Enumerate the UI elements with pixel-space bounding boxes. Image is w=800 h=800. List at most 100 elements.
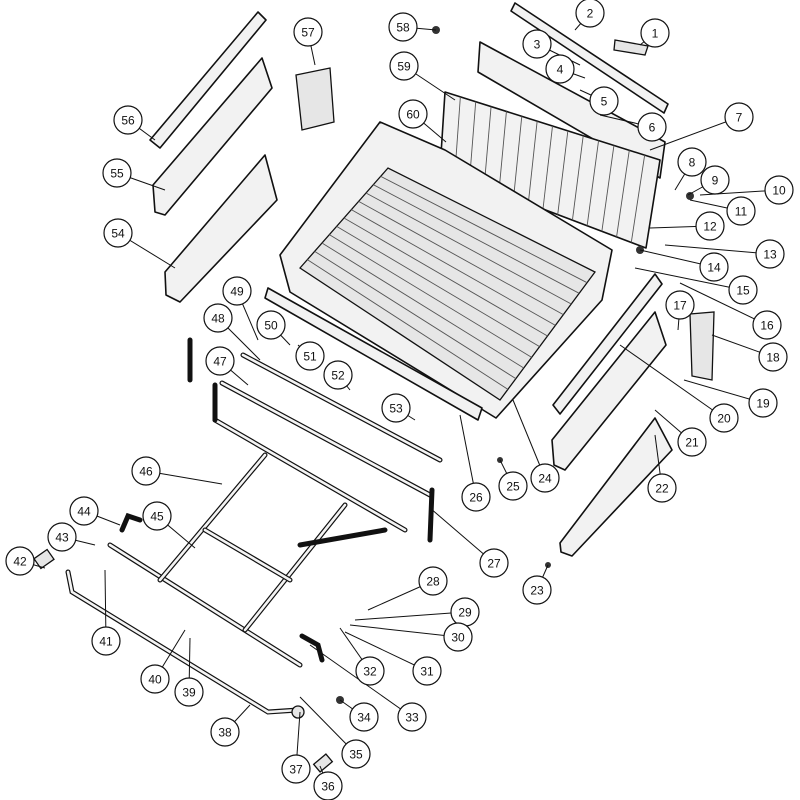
callout-number: 33 — [405, 711, 419, 725]
callout-58: 58 — [388, 12, 418, 42]
callout-circle — [131, 456, 161, 486]
callout-circle — [637, 112, 667, 142]
callout-number: 44 — [77, 505, 91, 519]
callout-25: 25 — [498, 471, 528, 501]
callout-circle — [205, 346, 235, 376]
callout-circle — [293, 17, 323, 47]
callout-number: 58 — [396, 21, 410, 35]
callout-60: 60 — [398, 99, 428, 129]
callout-14: 14 — [699, 252, 729, 282]
callout-number: 22 — [655, 482, 669, 496]
callout-46: 46 — [131, 456, 161, 486]
callout-24: 24 — [530, 463, 560, 493]
side-panel-21 — [551, 311, 667, 471]
bracket-57 — [295, 67, 335, 131]
callout-circle — [522, 29, 552, 59]
leader-line — [634, 267, 744, 291]
callout-4: 4 — [545, 54, 575, 84]
bumper-37 — [291, 705, 305, 719]
callout-31: 31 — [412, 656, 442, 686]
callout-circle — [522, 575, 552, 605]
callout-26: 26 — [461, 482, 491, 512]
callout-circle — [412, 656, 442, 686]
callout-33: 33 — [397, 702, 427, 732]
callout-16: 16 — [752, 310, 782, 340]
callout-circle — [709, 403, 739, 433]
callout-circle — [589, 86, 619, 116]
callout-circle — [758, 342, 788, 372]
callout-number: 53 — [389, 402, 403, 416]
callout-10: 10 — [764, 175, 794, 205]
callout-circle — [724, 102, 754, 132]
leader-line — [679, 282, 768, 326]
callout-1: 1 — [640, 18, 670, 48]
callout-number: 7 — [736, 111, 743, 125]
callout-number: 2 — [587, 7, 594, 21]
callout-circle — [341, 739, 371, 769]
callout-number: 51 — [303, 350, 317, 364]
callout-number: 5 — [601, 95, 608, 109]
callout-9: 9 — [700, 165, 730, 195]
callout-circle — [398, 99, 428, 129]
callout-circle — [764, 175, 794, 205]
callout-59: 59 — [389, 51, 419, 81]
callout-number: 10 — [772, 184, 786, 198]
callout-circle — [91, 626, 121, 656]
callout-number: 45 — [150, 510, 164, 524]
callout-number: 54 — [111, 227, 125, 241]
callout-circle — [295, 341, 325, 371]
callout-circle — [443, 622, 473, 652]
spring-36 — [312, 753, 334, 773]
callout-47: 47 — [205, 346, 235, 376]
callout-number: 57 — [301, 26, 315, 40]
rod-27 — [427, 487, 435, 543]
callout-34: 34 — [349, 702, 379, 732]
callout-circle — [699, 252, 729, 282]
callout-circle — [695, 211, 725, 241]
callout-circle — [397, 702, 427, 732]
callout-circle — [545, 54, 575, 84]
callout-number: 38 — [218, 726, 232, 740]
callout-48: 48 — [203, 303, 233, 333]
callout-circle — [728, 275, 758, 305]
callout-21: 21 — [677, 427, 707, 457]
callout-number: 3 — [534, 38, 541, 52]
callout-52: 52 — [323, 360, 353, 390]
callout-number: 59 — [397, 60, 411, 74]
callout-number: 36 — [321, 780, 335, 794]
callout-3: 3 — [522, 29, 552, 59]
callout-11: 11 — [726, 196, 756, 226]
callout-circle — [647, 473, 677, 503]
callout-17: 17 — [665, 290, 695, 320]
callout-circle — [726, 196, 756, 226]
callout-number: 39 — [182, 686, 196, 700]
callout-number: 35 — [349, 748, 363, 762]
callout-29: 29 — [450, 597, 480, 627]
callout-number: 6 — [649, 121, 656, 135]
callout-circle — [140, 664, 170, 694]
callout-circle — [530, 463, 560, 493]
callout-41: 41 — [91, 626, 121, 656]
leader-line — [349, 624, 459, 638]
latch-42 — [33, 548, 55, 570]
callout-35: 35 — [341, 739, 371, 769]
callout-number: 16 — [760, 319, 774, 333]
callout-circle — [575, 0, 605, 28]
callout-circle — [389, 51, 419, 81]
callout-30: 30 — [443, 622, 473, 652]
callout-circle — [479, 548, 509, 578]
callout-number: 13 — [763, 248, 777, 262]
callout-number: 60 — [406, 108, 420, 122]
callout-7: 7 — [724, 102, 754, 132]
callout-number: 12 — [703, 220, 717, 234]
callout-number: 48 — [211, 312, 225, 326]
callout-number: 32 — [363, 665, 377, 679]
callout-number: 31 — [420, 665, 434, 679]
callout-circle — [665, 290, 695, 320]
callout-13: 13 — [755, 239, 785, 269]
callout-44: 44 — [69, 496, 99, 526]
callout-number: 42 — [13, 555, 27, 569]
callout-number: 24 — [538, 472, 552, 486]
callout-circle — [203, 303, 233, 333]
